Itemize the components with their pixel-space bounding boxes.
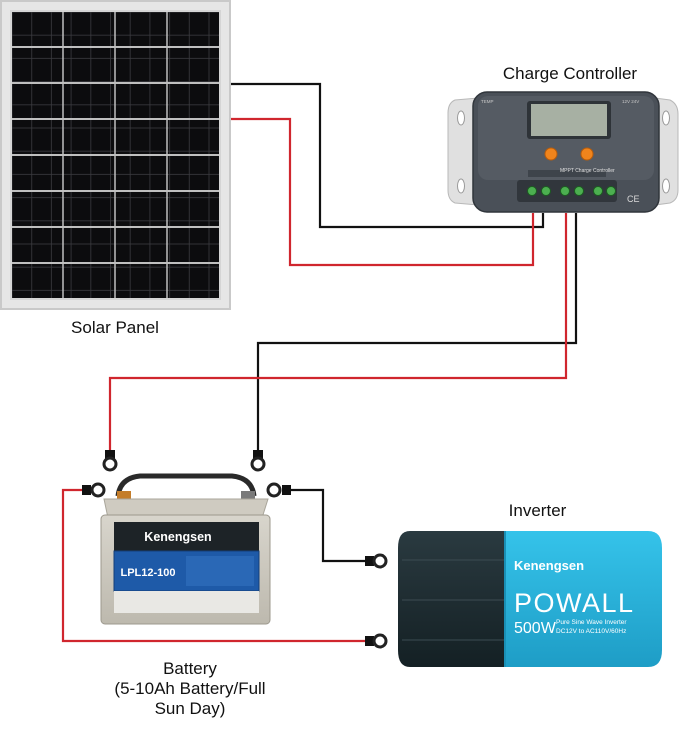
controller-model-label: MPPT Charge Controller [560,168,615,174]
ring-terminal-battery-negative-b [266,482,291,498]
inverter-brand: Kenengsen [514,558,584,573]
solar-panel [0,0,231,310]
controller-top-left-tag: TEMP [481,99,494,104]
wire-panel-positive [230,117,535,267]
solar-panel-label: Solar Panel [71,318,159,337]
battery-note-line1: (5-10Ah Battery/Full [114,679,266,698]
wire-inverter-positive [61,488,370,643]
inverter-desc-line2: DC12V to AC110V/60Hz [556,628,626,635]
inverter-wattage: 500W [514,620,557,637]
inverter-product: POWALL [514,588,635,618]
battery-caption: Battery (5-10Ah Battery/Full Sun Day) [80,659,300,719]
battery-label: Battery [163,659,217,678]
wire-inverter-negative [286,488,370,563]
battery [100,473,271,625]
battery-brand: Kenengsen [144,530,211,544]
ring-terminal-inverter-positive [365,633,388,649]
wire-battery-negative [256,213,578,457]
ring-terminal-battery-positive-b [82,482,106,498]
charge-controller-label: Charge Controller [502,64,638,83]
controller-top-right-tag: 12V 24V [622,99,639,104]
charge-controller: CE [447,91,679,213]
wire-panel-negative [230,82,545,229]
ce-mark: CE [627,194,640,204]
inverter-label: Inverter [508,501,567,520]
inverter-desc-line1: Pure Sine Wave Inverter [556,619,627,626]
ring-terminal-inverter-negative [365,553,388,569]
ring-terminal-battery-positive-a [102,450,118,472]
battery-note-line2: Sun Day) [154,699,226,718]
wire-battery-positive [108,213,568,457]
battery-model: LPL12-100 [120,567,175,579]
inverter [398,531,662,667]
ring-terminal-battery-negative-a [250,450,266,472]
